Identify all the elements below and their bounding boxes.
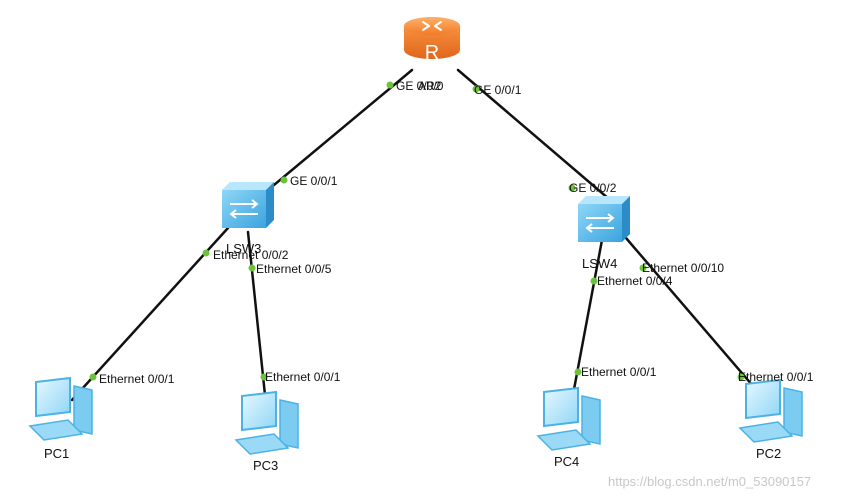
port-dot	[737, 373, 745, 381]
port-label-lsw3-e005: Ethernet 0/0/5	[256, 262, 332, 276]
port-label-lsw4-ge002: GE 0/0/2	[569, 181, 617, 195]
port-dot	[568, 184, 576, 192]
port-label-pc2-e001: Ethernet 0/0/1	[738, 370, 814, 384]
port-label-lsw4-e004: Ethernet 0/0/4	[597, 274, 673, 288]
port-label-pc4-e001: Ethernet 0/0/1	[581, 365, 657, 379]
link-lsw3-pc3	[246, 230, 267, 397]
device-label-pc3: PC3	[253, 458, 279, 473]
link-ar2-lsw4	[456, 68, 618, 207]
device-label-pc4: PC4	[554, 454, 580, 469]
link-ar2-lsw3	[260, 68, 414, 197]
port-dot	[590, 277, 598, 285]
watermark: https://blog.csdn.net/m0_53090157	[608, 474, 812, 489]
link-lsw4-pc2	[624, 236, 767, 402]
pc-icon[interactable]	[28, 376, 93, 441]
port-label-lsw3-e002: Ethernet 0/0/2	[213, 248, 289, 262]
device-label-lsw3: LSW3	[226, 241, 262, 256]
port-dot	[280, 176, 288, 184]
port-dot	[574, 368, 582, 376]
port-label-ar2-ge001: GE 0/0/1	[474, 83, 522, 97]
port-label-ar2-ge000: GE 0/0/0	[396, 79, 444, 93]
links	[70, 68, 767, 402]
port-dot	[202, 249, 210, 257]
svg-text:R: R	[425, 42, 439, 64]
pc-icon[interactable]	[536, 386, 601, 451]
port-dot	[472, 85, 480, 93]
switch-icon[interactable]	[578, 196, 630, 242]
device-label-lsw4: LSW4	[582, 256, 618, 271]
port-label-pc1-e001: Ethernet 0/0/1	[99, 372, 175, 386]
port-label-lsw3-ge001: GE 0/0/1	[290, 174, 338, 188]
port-dots	[89, 81, 745, 381]
port-dot	[260, 373, 268, 381]
device-label-pc2: PC2	[756, 446, 782, 461]
switch-icon[interactable]	[222, 182, 274, 228]
port-label-pc3-e001: Ethernet 0/0/1	[265, 370, 341, 384]
device-label-ar2: AR2	[418, 79, 442, 93]
pc-icon[interactable]	[234, 390, 299, 455]
port-dot	[639, 264, 647, 272]
device-label-pc1: PC1	[44, 446, 70, 461]
port-label-lsw4-e0010: Ethernet 0/0/10	[642, 261, 725, 275]
router-icon[interactable]: R	[404, 17, 460, 64]
link-lsw3-pc1	[70, 226, 230, 402]
pc-icon[interactable]	[738, 378, 803, 443]
port-dot	[386, 81, 394, 89]
port-dot	[248, 264, 256, 272]
port-dot	[89, 373, 97, 381]
